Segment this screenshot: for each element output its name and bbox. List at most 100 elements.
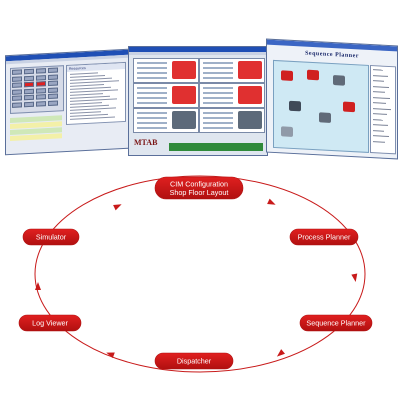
panel-line bbox=[203, 72, 233, 74]
resource-list: Resources bbox=[66, 61, 126, 126]
machine-block bbox=[333, 75, 345, 86]
operation-panel bbox=[133, 83, 199, 108]
grid-cell bbox=[36, 74, 46, 81]
panel-line bbox=[137, 97, 167, 99]
sequence-planner-title: Sequence Planner bbox=[305, 50, 359, 60]
operation-panel bbox=[199, 83, 265, 108]
panel-line bbox=[137, 67, 167, 69]
panel-line bbox=[203, 87, 233, 89]
machine-block bbox=[289, 100, 301, 112]
panel-line bbox=[203, 97, 233, 99]
cycle-arrowhead bbox=[35, 282, 41, 290]
grid-cell bbox=[36, 94, 46, 100]
node-label: Shop Floor Layout bbox=[170, 188, 229, 197]
list-lines bbox=[67, 71, 125, 120]
screenshot-configuration: Resources bbox=[5, 48, 129, 156]
panel-line bbox=[137, 62, 167, 64]
screenshot-montage: Resources MTAB Sequence Planner bbox=[0, 38, 400, 165]
mtab-logo: MTAB bbox=[134, 138, 158, 147]
machine-block bbox=[343, 101, 355, 113]
panel-line bbox=[137, 87, 167, 89]
node-simulator: Simulator bbox=[22, 228, 80, 246]
panel-line bbox=[203, 112, 233, 114]
machine-image bbox=[238, 61, 262, 79]
node-label: Log Viewer bbox=[32, 319, 68, 328]
panel-line bbox=[137, 77, 167, 79]
node-pill bbox=[22, 228, 80, 246]
toolbar-strip bbox=[169, 143, 263, 151]
grid-cell bbox=[24, 94, 34, 101]
machine-block bbox=[281, 70, 293, 81]
grid-cell bbox=[24, 81, 34, 88]
panel-line bbox=[137, 102, 167, 104]
grid-cell bbox=[36, 100, 46, 107]
grid-cell bbox=[48, 73, 58, 80]
panel-line bbox=[137, 112, 167, 114]
operation-panel bbox=[199, 108, 265, 133]
grid-cell bbox=[48, 80, 58, 86]
panel-line bbox=[137, 127, 167, 129]
panel-line bbox=[203, 77, 233, 79]
panel-line bbox=[137, 122, 167, 124]
list-line bbox=[70, 89, 118, 93]
operation-panel bbox=[199, 58, 265, 83]
node-label: Process Planner bbox=[298, 233, 351, 242]
operation-panel bbox=[133, 58, 199, 83]
machine-image bbox=[172, 86, 196, 104]
grid-cell bbox=[36, 68, 46, 74]
grid-cell bbox=[12, 95, 22, 101]
list-line bbox=[70, 107, 116, 111]
grid-cell bbox=[12, 75, 22, 82]
machine-block bbox=[319, 112, 331, 123]
panel-line bbox=[137, 92, 167, 94]
node-label: CIM Configuration bbox=[170, 179, 228, 188]
node-label: Simulator bbox=[36, 233, 67, 242]
node-pill bbox=[289, 228, 359, 246]
grid-cell bbox=[24, 75, 34, 81]
screenshot-process-planner: MTAB bbox=[128, 46, 268, 156]
node-dispatcher: Dispatcher bbox=[154, 352, 234, 370]
grid-cell bbox=[36, 87, 46, 94]
cycle-arrowhead bbox=[351, 273, 358, 282]
cycle-arrowhead bbox=[267, 198, 276, 205]
grid-cell bbox=[12, 82, 22, 88]
node-pill bbox=[154, 352, 234, 370]
node-sequence: Sequence Planner bbox=[299, 314, 373, 332]
grid-cell bbox=[24, 101, 34, 107]
cycle-arrowhead bbox=[113, 204, 122, 211]
panel-line bbox=[203, 127, 233, 129]
panel-line bbox=[203, 117, 233, 119]
cycle-arrows bbox=[35, 198, 358, 359]
panel-line bbox=[137, 117, 167, 119]
operation-panel bbox=[133, 108, 199, 133]
panel-line bbox=[137, 72, 167, 74]
machine-image bbox=[238, 86, 262, 104]
panel-line bbox=[203, 122, 233, 124]
screenshot-sequence-planner: Sequence Planner bbox=[266, 38, 398, 160]
list-line bbox=[70, 80, 119, 84]
node-process: Process Planner bbox=[289, 228, 359, 246]
grid-cell bbox=[36, 81, 46, 87]
panel-line bbox=[203, 92, 233, 94]
grid-cells bbox=[12, 67, 60, 110]
list-line bbox=[70, 72, 98, 75]
list-line bbox=[70, 98, 117, 102]
grid-cell bbox=[12, 88, 22, 95]
grid-cell bbox=[48, 86, 58, 93]
node-pill bbox=[299, 314, 373, 332]
grid-cell bbox=[24, 88, 34, 94]
machine-block bbox=[307, 69, 319, 81]
cycle-path bbox=[34, 175, 366, 373]
panel-line bbox=[203, 67, 233, 69]
grid-cell bbox=[12, 101, 22, 108]
node-label: Sequence Planner bbox=[306, 319, 366, 328]
machine-block bbox=[281, 126, 293, 137]
machine-image bbox=[172, 61, 196, 79]
cycle-arrowhead bbox=[276, 349, 285, 357]
panel-line bbox=[203, 102, 233, 104]
grid-cell bbox=[48, 99, 58, 106]
list-line bbox=[70, 116, 115, 120]
machine-image bbox=[172, 111, 196, 129]
